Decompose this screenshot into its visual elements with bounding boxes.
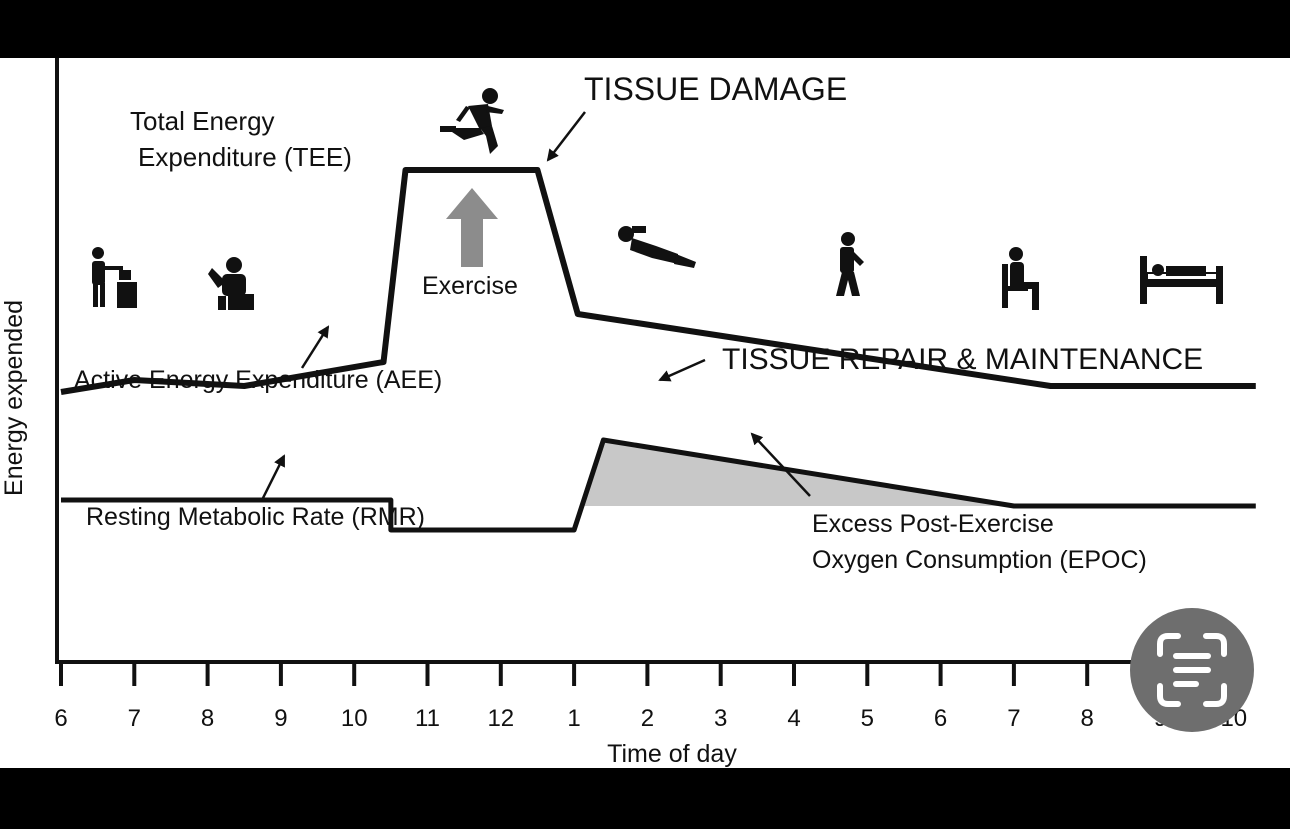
chart-background: [0, 58, 1290, 768]
runner-icon: [440, 88, 504, 154]
aee-arrow: [300, 325, 330, 369]
cooking-person-icon: [92, 247, 137, 308]
x-tick-label: 6: [54, 705, 67, 732]
reading-person-icon: [208, 257, 254, 310]
reclining-person-icon: [618, 226, 696, 268]
x-tick-label: 8: [201, 705, 214, 732]
x-tick-label: 8: [1081, 705, 1094, 732]
x-tick-label: 7: [1007, 705, 1020, 732]
sitting-person-icon: [1002, 247, 1039, 310]
activity-icons: [92, 88, 1223, 310]
bed-icon: [1140, 256, 1223, 304]
x-axis-label: Time of day: [607, 740, 737, 768]
x-tick-label: 6: [934, 705, 947, 732]
x-tick-label: 9: [274, 705, 287, 732]
x-tick-label: 12: [487, 705, 514, 732]
rmr-series-line: [61, 437, 1256, 533]
tee-label-line2: Expenditure (TEE): [138, 142, 352, 172]
exercise-label: Exercise: [422, 272, 518, 300]
epoc-label-line1: Excess Post-Exercise: [812, 510, 1054, 538]
x-tick-label: 10: [341, 705, 368, 732]
tee-label-line1: Total Energy: [130, 106, 275, 136]
scan-text-button[interactable]: [1130, 608, 1254, 732]
annotation-arrows: [260, 111, 811, 501]
rmr-label: Resting Metabolic Rate (RMR): [86, 503, 425, 531]
tissue-damage-label: TISSUE DAMAGE: [584, 71, 847, 107]
exercise-arrow: [446, 188, 498, 267]
scan-text-icon: [1157, 633, 1227, 707]
x-tick-label: 4: [787, 705, 800, 732]
walking-person-icon: [836, 232, 864, 296]
tee-series-line: [60, 167, 1256, 395]
epoc-label-line2: Oxygen Consumption (EPOC): [812, 546, 1147, 574]
x-tick-label: 5: [861, 705, 874, 732]
x-tick-label: 1: [567, 705, 580, 732]
aee-label: Active Energy Expenditure (AEE): [74, 366, 442, 394]
x-tick-label: 11: [415, 705, 440, 732]
epoc-arrow: [750, 432, 811, 497]
tissue-repair-arrow: [658, 358, 706, 382]
y-axis-label: Energy expended: [0, 300, 28, 496]
x-tick-label: 3: [714, 705, 727, 732]
x-tick-label: 2: [641, 705, 654, 732]
tissue-repair-label: TISSUE REPAIR & MAINTENANCE: [722, 343, 1203, 376]
x-tick-label: 7: [128, 705, 141, 732]
tissue-damage-arrow: [546, 111, 586, 162]
rmr-arrow: [260, 454, 286, 501]
